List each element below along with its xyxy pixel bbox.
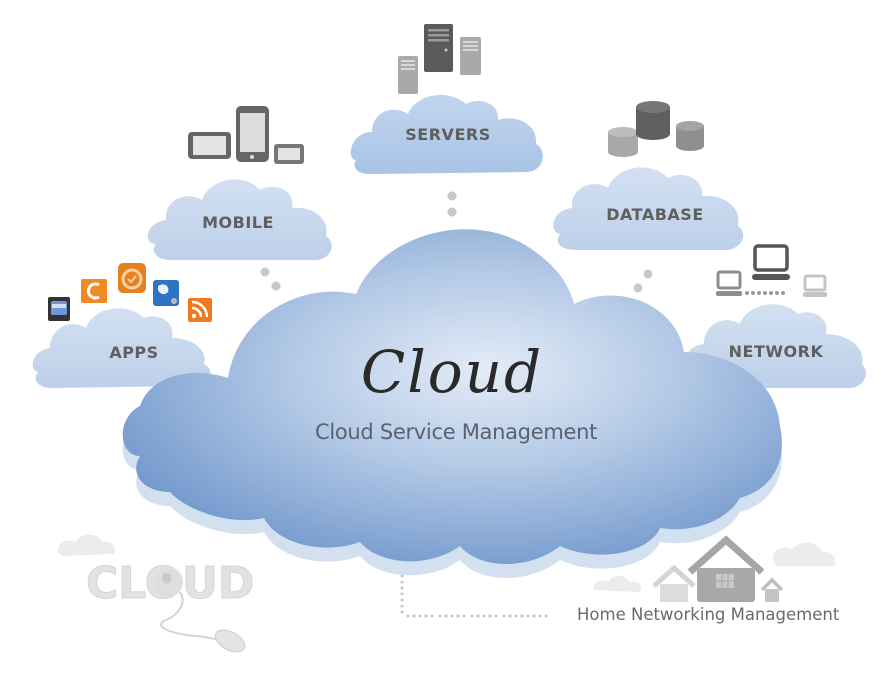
rss-app-icon — [188, 298, 212, 322]
database-icon — [608, 101, 704, 157]
servers-cloud — [350, 94, 543, 174]
mobile-label: MOBILE — [202, 213, 274, 232]
bus-app-icon — [48, 297, 70, 321]
home-network-icon — [593, 535, 836, 602]
globe-app-icon — [153, 280, 179, 306]
servers-label: SERVERS — [405, 125, 491, 144]
apps-cloud — [32, 308, 211, 388]
home-networking-label: Home Networking Management — [577, 605, 840, 624]
main-cloud-title: Cloud — [360, 338, 544, 406]
app-icons — [48, 263, 212, 322]
clock-app-icon — [118, 263, 146, 293]
network-label: NETWORK — [728, 342, 824, 361]
c-app-icon — [81, 279, 107, 303]
apps-label: APPS — [109, 343, 159, 362]
database-label: DATABASE — [606, 205, 704, 224]
mobile-cloud — [147, 179, 332, 261]
main-cloud-subtitle: Cloud Service Management — [314, 420, 598, 444]
network-computers-icon — [716, 244, 827, 297]
mobile-devices-icon — [188, 106, 304, 164]
cloud-logo-image: CLOUD — [57, 534, 255, 653]
main-cloud — [122, 229, 782, 579]
connector-dots — [260, 191, 653, 293]
database-cloud — [553, 167, 744, 251]
home-connector-dots — [400, 574, 548, 618]
server-icon — [398, 24, 481, 94]
